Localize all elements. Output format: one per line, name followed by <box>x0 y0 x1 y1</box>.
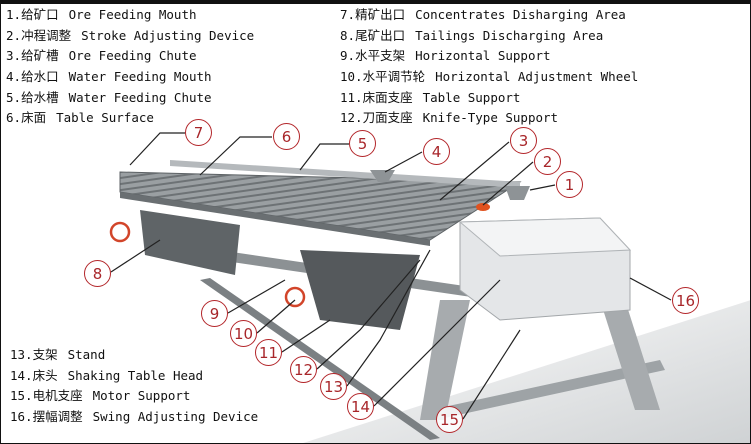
legend-cn: 床头 <box>32 367 58 383</box>
legend-num: 11. <box>340 89 363 105</box>
callout-13: 13 <box>320 373 347 400</box>
legend-num: 13. <box>10 347 33 362</box>
legend-cn: 水平支架 <box>355 48 406 64</box>
legend-bottom: 13.支架 Stand 14.床头 Shaking Table Head 15.电机… <box>10 345 258 428</box>
legend-cn: 床面 <box>21 110 47 126</box>
legend-en: Swing Adjusting Device <box>92 409 259 425</box>
stroke-adjuster <box>476 203 490 211</box>
callout-9: 9 <box>201 300 228 327</box>
legend-item: 11.床面支座 Table Support <box>340 88 638 109</box>
adjustment-wheel <box>284 286 306 308</box>
legend-cn: 水平调节轮 <box>362 69 426 85</box>
legend-en: Tailings Discharging Area <box>415 27 604 43</box>
legend-en: Horizontal Adjustment Wheel <box>435 69 639 85</box>
legend-item: 10.水平调节轮 Horizontal Adjustment Wheel <box>340 67 638 88</box>
head-top <box>458 217 632 257</box>
legend-num: 10. <box>340 69 363 85</box>
legend-cn: 冲程调整 <box>21 27 72 43</box>
callout-5: 5 <box>349 130 376 157</box>
legend-cn: 床面支座 <box>362 89 413 105</box>
stand-leg <box>420 300 470 420</box>
callout-3: 3 <box>510 127 537 154</box>
legend-en: Water Feeding Chute <box>68 89 212 105</box>
legend-num: 16. <box>10 409 33 425</box>
legend-num: 8. <box>340 27 356 43</box>
legend-en: Stroke Adjusting Device <box>81 27 255 43</box>
legend-item: 12.刀面支座 Knife-Type Support <box>340 108 638 129</box>
callout-12: 12 <box>290 356 317 383</box>
callout-16: 16 <box>672 287 699 314</box>
adjustment-wheel <box>109 221 131 243</box>
callout-15: 15 <box>436 406 463 433</box>
callout-6: 6 <box>273 123 300 150</box>
legend-item: 9.水平支架 Horizontal Support <box>340 46 638 67</box>
table-edge <box>120 192 430 246</box>
top-border <box>0 0 751 4</box>
legend-en: Shaking Table Head <box>67 367 204 383</box>
feeding-chute <box>170 160 520 188</box>
legend-num: 7. <box>340 7 356 22</box>
legend-item: 16.摆幅调整 Swing Adjusting Device <box>10 407 258 428</box>
legend-num: 14. <box>10 367 33 383</box>
legend-num: 1. <box>6 7 22 22</box>
legend-item: 3.给矿槽 Ore Feeding Chute <box>6 46 254 67</box>
legend-en: Motor Support <box>92 388 191 404</box>
legend-en: Ore Feeding Mouth <box>68 7 197 22</box>
callout-2: 2 <box>534 148 561 175</box>
legend-cn: 摆幅调整 <box>32 409 83 425</box>
legend-en: Table Surface <box>56 110 154 126</box>
legend-num: 9. <box>340 48 356 64</box>
base-rail <box>430 360 665 420</box>
legend-item: 13.支架 Stand <box>10 345 258 366</box>
legend-item: 1.给矿口 Ore Feeding Mouth <box>6 5 254 26</box>
water-feeding-mouth <box>370 170 395 182</box>
legend-num: 5. <box>6 89 22 105</box>
legend-en: Water Feeding Mouth <box>68 69 212 85</box>
legend-num: 4. <box>6 69 22 85</box>
legend-cn: 给矿槽 <box>21 48 59 64</box>
legend-item: 15.电机支座 Motor Support <box>10 386 258 407</box>
callout-7: 7 <box>185 119 212 146</box>
legend-cn: 电机支座 <box>32 388 83 404</box>
legend-num: 3. <box>6 48 22 64</box>
legend-num: 12. <box>340 110 363 126</box>
legend-cn: 精矿出口 <box>355 7 406 22</box>
legend-en: Knife-Type Support <box>422 110 559 126</box>
legend-item: 7.精矿出口 Concentrates Disharging Area <box>340 5 638 26</box>
legend-num: 6. <box>6 110 22 126</box>
callout-11: 11 <box>255 339 282 366</box>
stand-leg <box>600 300 660 410</box>
callout-4: 4 <box>423 138 450 165</box>
callout-8: 8 <box>84 260 111 287</box>
legend-en: Concentrates Disharging Area <box>415 7 626 22</box>
legend-item: 5.给水槽 Water Feeding Chute <box>6 88 254 109</box>
legend-item: 6.床面 Table Surface <box>6 108 254 129</box>
legend-num: 15. <box>10 388 33 404</box>
legend-cn: 支架 <box>32 347 58 362</box>
legend-cn: 给矿口 <box>21 7 59 22</box>
legend-cn: 给水口 <box>21 69 59 85</box>
legend-en: Horizontal Support <box>415 48 551 64</box>
legend-top-left: 1.给矿口 Ore Feeding Mouth 2.冲程调整 Stroke Adju… <box>6 5 254 129</box>
legend-item: 8.尾矿出口 Tailings Discharging Area <box>340 26 638 47</box>
callout-14: 14 <box>347 393 374 420</box>
legend-item: 4.给水口 Water Feeding Mouth <box>6 67 254 88</box>
legend-en: Stand <box>67 347 106 362</box>
legend-item: 14.床头 Shaking Table Head <box>10 366 258 387</box>
callout-1: 1 <box>556 171 583 198</box>
legend-cn: 刀面支座 <box>362 110 413 126</box>
ore-feeding-mouth <box>505 186 530 200</box>
leader-lines <box>110 132 672 420</box>
legend-top-right: 7.精矿出口 Concentrates Disharging Area 8.尾矿出… <box>340 5 638 129</box>
legend-item: 2.冲程调整 Stroke Adjusting Device <box>6 26 254 47</box>
stand-left <box>140 210 240 275</box>
legend-en: Ore Feeding Chute <box>68 48 197 64</box>
legend-cn: 给水槽 <box>21 89 59 105</box>
legend-num: 2. <box>6 27 22 43</box>
stand-middle <box>300 250 420 330</box>
callout-10: 10 <box>230 320 257 347</box>
legend-cn: 尾矿出口 <box>355 27 406 43</box>
legend-en: Table Support <box>422 89 521 105</box>
